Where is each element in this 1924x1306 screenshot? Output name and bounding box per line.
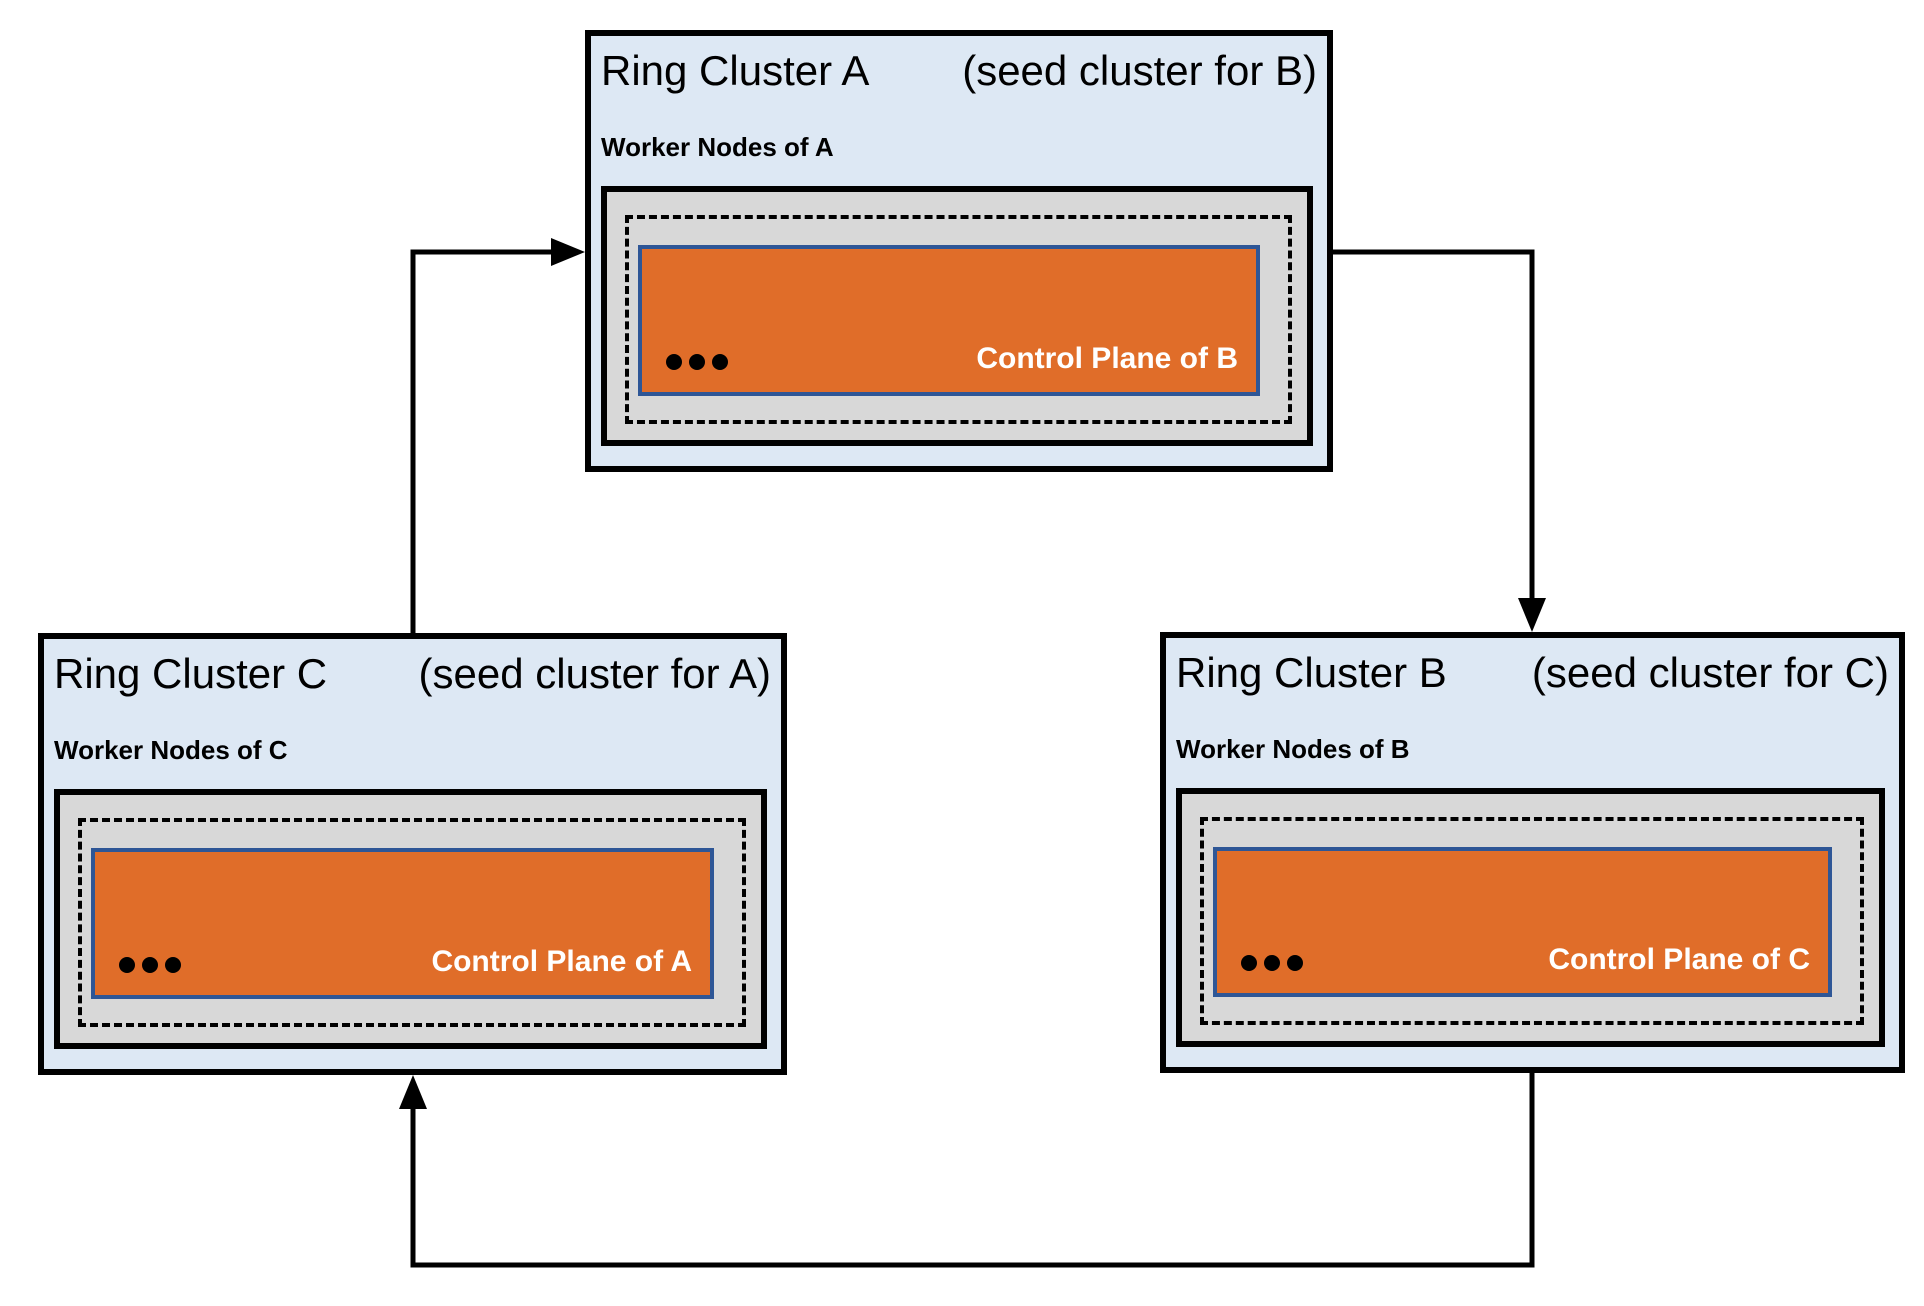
cluster-c-worker-nodes-box: Control Plane of A	[54, 789, 767, 1049]
cluster-c-title: Ring Cluster C	[54, 650, 328, 697]
ellipsis-icon	[666, 354, 728, 370]
cluster-c-dashed-boundary: Control Plane of A	[78, 818, 746, 1027]
cluster-a-worker-nodes-box: Control Plane of B	[601, 186, 1313, 446]
cluster-a-control-plane-label: Control Plane of B	[976, 342, 1238, 375]
cluster-a: Ring Cluster A (seed cluster for B) Work…	[585, 30, 1333, 472]
cluster-b: Ring Cluster B (seed cluster for C) Work…	[1160, 632, 1905, 1073]
cluster-b-seed-note: (seed cluster for C)	[1531, 649, 1889, 696]
cluster-b-worker-label: Worker Nodes of B	[1176, 734, 1410, 764]
cluster-a-title: Ring Cluster A	[601, 47, 870, 94]
cluster-b-control-plane-label: Control Plane of C	[1548, 943, 1810, 976]
cluster-a-dashed-boundary: Control Plane of B	[625, 215, 1292, 424]
cluster-a-worker-label: Worker Nodes of A	[601, 132, 834, 162]
cluster-b-title: Ring Cluster B	[1176, 649, 1447, 696]
cluster-b-dashed-boundary: Control Plane of C	[1200, 817, 1864, 1025]
cluster-b-title-row: Ring Cluster B (seed cluster for C)	[1176, 648, 1889, 698]
ellipsis-icon	[119, 957, 181, 973]
cluster-c-seed-note: (seed cluster for A)	[418, 650, 771, 697]
cluster-a-title-row: Ring Cluster A (seed cluster for B)	[601, 46, 1317, 96]
cluster-c-hosted-control-plane-box: Control Plane of A	[91, 848, 714, 999]
ellipsis-icon	[1241, 955, 1303, 971]
cluster-c: Ring Cluster C (seed cluster for A) Work…	[38, 633, 787, 1075]
arrow-a-to-b	[1333, 249, 1546, 632]
cluster-b-hosted-control-plane-box: Control Plane of C	[1213, 847, 1832, 997]
cluster-c-control-plane-label: Control Plane of A	[431, 945, 692, 978]
cluster-c-title-row: Ring Cluster C (seed cluster for A)	[54, 649, 771, 699]
cluster-c-worker-label: Worker Nodes of C	[54, 735, 288, 765]
cluster-a-hosted-control-plane-box: Control Plane of B	[638, 245, 1260, 396]
arrow-c-to-a	[410, 238, 585, 633]
cluster-a-seed-note: (seed cluster for B)	[962, 47, 1317, 94]
cluster-b-worker-nodes-box: Control Plane of C	[1176, 788, 1885, 1047]
arrow-b-to-c	[399, 1073, 1535, 1268]
